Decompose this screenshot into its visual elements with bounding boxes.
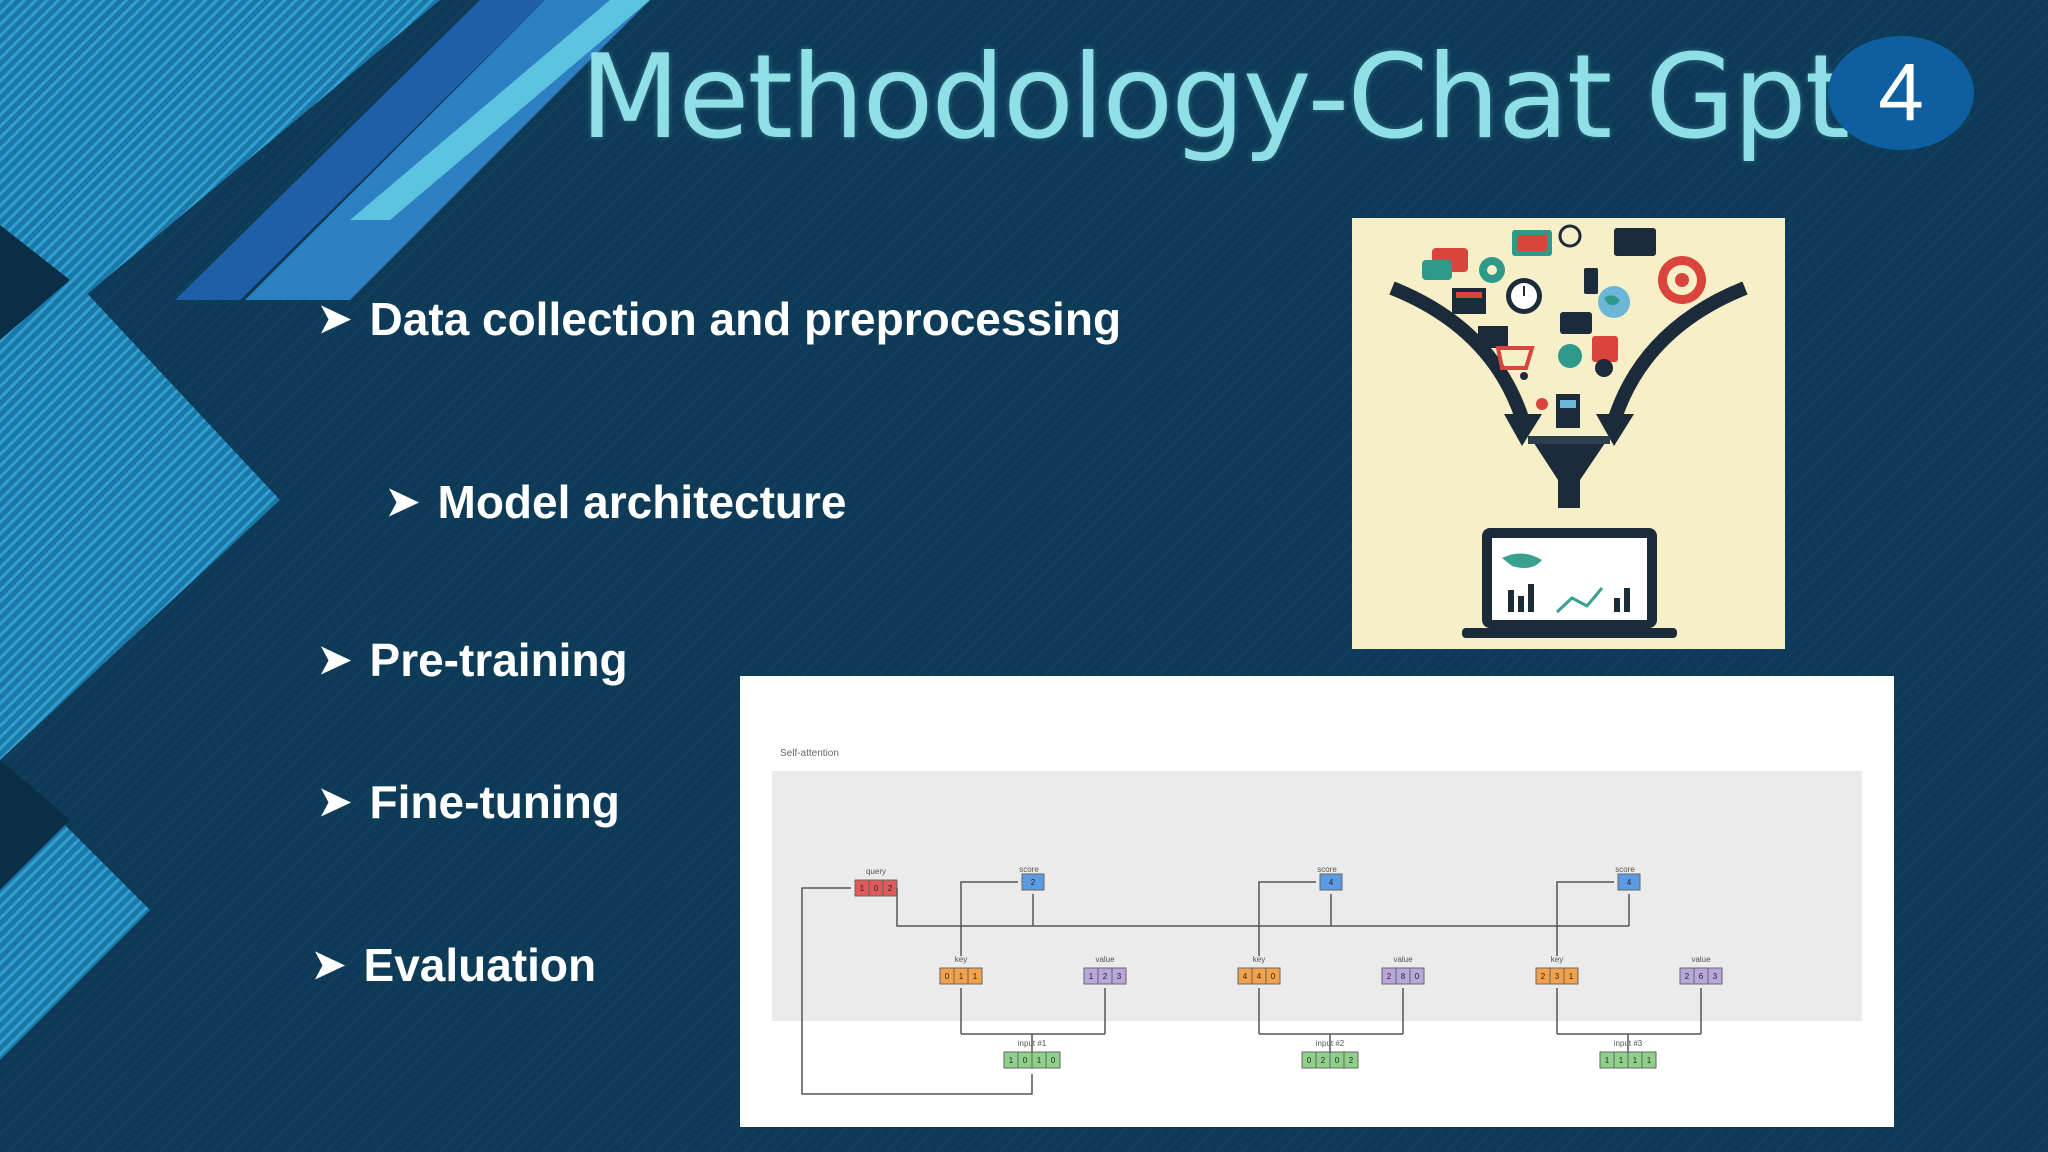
input-value: 1: [1605, 1056, 1610, 1065]
feedback-line: [801, 887, 1033, 1095]
input-value: 1: [1619, 1056, 1624, 1065]
bullet-text: Fine-tuning: [369, 776, 620, 828]
key-value: 1: [973, 972, 978, 981]
input-cell: [1641, 1051, 1657, 1069]
page-number-badge: 4: [1828, 36, 1974, 150]
score-cell: [1021, 873, 1045, 891]
value-value: 8: [1401, 972, 1406, 981]
key-value: 3: [1555, 972, 1560, 981]
bullet-model-architecture: ➤ Model architecture: [386, 475, 847, 529]
key-value: 1: [959, 972, 964, 981]
score-value: 4: [1329, 878, 1334, 887]
diagram-caption: Self-attention: [780, 748, 839, 759]
query-label: query: [866, 867, 886, 876]
value-value: 1: [1089, 972, 1094, 981]
value-label: value: [1691, 955, 1711, 964]
value-value: 2: [1387, 972, 1392, 981]
input-value: 0: [1023, 1056, 1028, 1065]
input-value: 0: [1335, 1056, 1340, 1065]
query-value: 0: [874, 884, 879, 893]
slide-title: Methodology-Chat Gpt: [580, 30, 1850, 165]
value-value: 6: [1699, 972, 1704, 981]
score-label: score: [1615, 865, 1635, 874]
key-cell: [1563, 967, 1579, 985]
clock-icon: [1506, 278, 1542, 314]
input-value: 1: [1647, 1056, 1652, 1065]
score-label: score: [1317, 865, 1337, 874]
key-label: key: [1253, 955, 1265, 964]
score-label: score: [1019, 865, 1039, 874]
key-label: key: [1551, 955, 1563, 964]
score-value: 4: [1627, 878, 1632, 887]
bullet-text: Data collection and preprocessing: [369, 293, 1122, 345]
score-cell: [1617, 873, 1641, 891]
arrow-bullet-icon: ➤: [318, 297, 352, 341]
query-value: 2: [888, 884, 893, 893]
bullet-pre-training: ➤ Pre-training: [318, 633, 628, 687]
key-value: 0: [945, 972, 950, 981]
connector-line: [960, 988, 1106, 1052]
input-value: 1: [1633, 1056, 1638, 1065]
value-label: value: [1393, 955, 1413, 964]
value-cell: [1409, 967, 1425, 985]
score-value: 2: [1031, 878, 1036, 887]
value-value: 3: [1713, 972, 1718, 981]
query-value: 1: [860, 884, 865, 893]
value-value: 2: [1103, 972, 1108, 981]
value-cell: [1111, 967, 1127, 985]
connector-line: [1258, 881, 1316, 956]
connector-line: [1258, 988, 1404, 1052]
funnel-data-illustration: [1352, 218, 1785, 649]
input-value: 0: [1307, 1056, 1312, 1065]
input-value: 2: [1349, 1056, 1354, 1065]
value-label: value: [1095, 955, 1115, 964]
key-value: 4: [1257, 972, 1262, 981]
connector-line: [1556, 881, 1614, 956]
target-icon: [1658, 256, 1706, 304]
key-value: 0: [1271, 972, 1276, 981]
laptop-icon: [1462, 528, 1677, 638]
input-value: 1: [1037, 1056, 1042, 1065]
cart-icon: [1495, 346, 1535, 380]
bullet-data-collection: ➤ Data collection and preprocessing: [318, 292, 1121, 346]
connector-line: [960, 881, 1018, 956]
bullet-evaluation: ➤ Evaluation: [312, 938, 596, 992]
globe-icon: [1598, 286, 1630, 318]
key-value: 1: [1569, 972, 1574, 981]
value-cell: [1707, 967, 1723, 985]
input-value: 2: [1321, 1056, 1326, 1065]
chat-icon: [1422, 248, 1468, 280]
key-value: 2: [1541, 972, 1546, 981]
bullet-text: Pre-training: [369, 634, 628, 686]
query-bus-line: [896, 888, 1629, 927]
arrow-bullet-icon: ➤: [312, 943, 346, 987]
arrow-bullet-icon: ➤: [318, 638, 352, 682]
bullet-text: Model architecture: [437, 476, 847, 528]
bullet-text: Evaluation: [363, 939, 597, 991]
value-value: 3: [1117, 972, 1122, 981]
input-value: 0: [1051, 1056, 1056, 1065]
arrow-bullet-icon: ➤: [386, 480, 420, 524]
input-value: 1: [1009, 1056, 1014, 1065]
key-value: 4: [1243, 972, 1248, 981]
key-cell: [967, 967, 983, 985]
gear-icon: [1479, 257, 1505, 283]
value-value: 0: [1415, 972, 1420, 981]
key-cell: [1265, 967, 1281, 985]
input-cell: [1045, 1051, 1061, 1069]
bullet-fine-tuning: ➤ Fine-tuning: [318, 775, 620, 829]
input-cell: [1343, 1051, 1359, 1069]
connector-line: [1556, 988, 1702, 1052]
score-cell: [1319, 873, 1343, 891]
key-label: key: [955, 955, 967, 964]
arrow-bullet-icon: ➤: [318, 780, 352, 824]
value-value: 2: [1685, 972, 1690, 981]
